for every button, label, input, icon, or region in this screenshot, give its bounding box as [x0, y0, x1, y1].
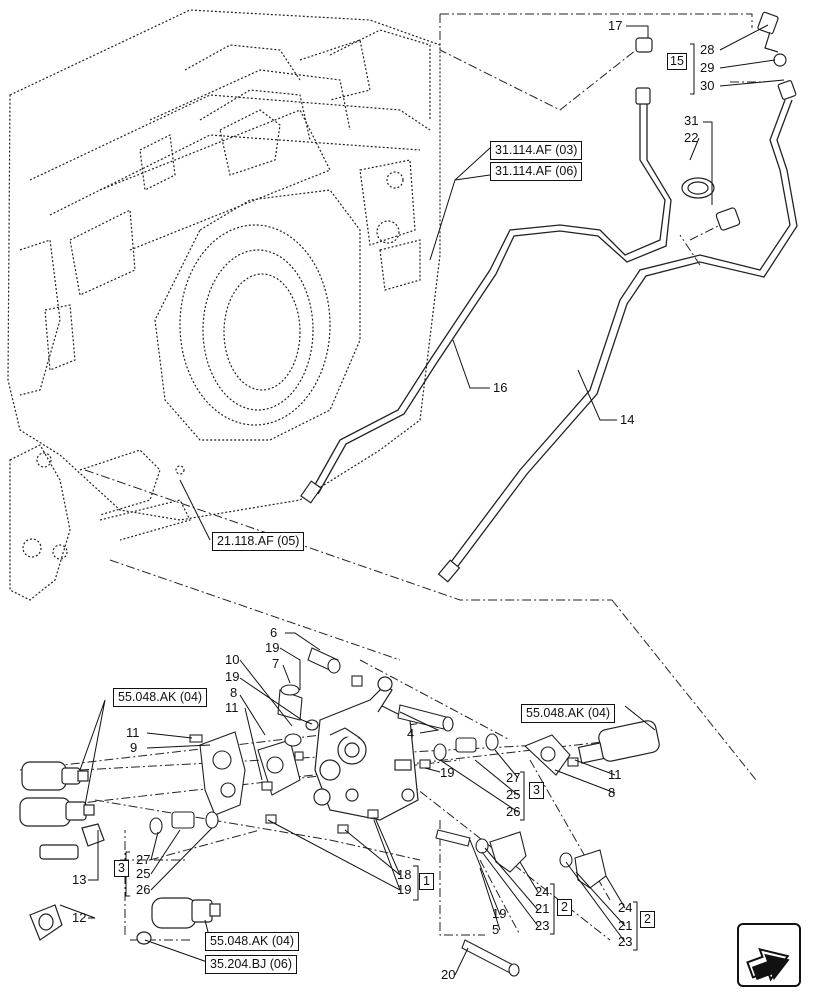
callout-8b: 8: [608, 785, 615, 800]
next-page-arrow-icon[interactable]: [737, 923, 801, 987]
group-box-2-left: 2: [557, 899, 572, 916]
arrow-glyph: [746, 947, 790, 982]
callout-6: 6: [270, 625, 277, 640]
callout-21a: 21: [535, 901, 549, 916]
solenoids: [19, 720, 660, 945]
ref-55-048-ak-04-left[interactable]: 55.048.AK (04): [113, 688, 208, 707]
callout-10: 10: [225, 652, 239, 667]
callout-18: 18: [397, 867, 411, 882]
callouts: 14 16 17 31 22 28 29 30 6 19 7 10 19 8 1…: [72, 18, 714, 982]
callout-19c: 19: [440, 765, 454, 780]
callout-22: 22: [684, 130, 698, 145]
callout-19e: 19: [492, 906, 506, 921]
callout-29: 29: [700, 60, 714, 75]
group-box-1: 1: [419, 873, 434, 890]
ref-55-048-ak-04-bottom[interactable]: 55.048.AK (04): [205, 932, 300, 951]
callout-30: 30: [700, 78, 714, 93]
callout-25b: 25: [136, 866, 150, 881]
callout-19b: 19: [225, 669, 239, 684]
clamp-22-31: [681, 177, 741, 231]
callout-28: 28: [700, 42, 714, 57]
pipe-14: [444, 99, 798, 575]
valve-block: [313, 676, 419, 821]
group-box-15: 15: [667, 53, 687, 70]
callout-17: 17: [608, 18, 622, 33]
callout-26a: 26: [506, 804, 520, 819]
callout-24a: 24: [535, 884, 549, 899]
group-box-2-right: 2: [640, 911, 655, 928]
transmission-housing: [7, 9, 441, 601]
callout-8a: 8: [230, 685, 237, 700]
callout-27a: 27: [506, 770, 520, 785]
callout-11c: 11: [608, 767, 622, 782]
callout-4: 4: [407, 726, 414, 741]
callout-11b: 11: [126, 725, 140, 740]
callout-19a: 19: [265, 640, 279, 655]
callout-23b: 23: [618, 934, 632, 949]
callout-5: 5: [492, 922, 499, 937]
callout-20: 20: [441, 967, 455, 982]
callout-21b: 21: [618, 918, 632, 933]
ref-31-114-af-06[interactable]: 31.114.AF (06): [490, 162, 583, 181]
callout-13: 13: [72, 872, 86, 887]
ref-35-204-bj-06[interactable]: 35.204.BJ (06): [205, 955, 297, 974]
callout-26b: 26: [136, 882, 150, 897]
group-box-3-left: 3: [114, 860, 129, 877]
callout-14: 14: [620, 412, 634, 427]
callout-25a: 25: [506, 787, 520, 802]
small-parts: [149, 647, 607, 977]
ref-55-048-ak-04-right[interactable]: 55.048.AK (04): [521, 704, 616, 723]
callout-23a: 23: [535, 918, 549, 933]
pipe-fittings: [300, 11, 797, 583]
callout-11a: 11: [225, 700, 239, 715]
ref-21-118-af-05[interactable]: 21.118.AF (05): [212, 532, 305, 551]
leader-lines: [59, 24, 785, 976]
callout-31: 31: [684, 113, 698, 128]
callout-27b: 27: [136, 852, 150, 867]
callout-16: 16: [493, 380, 507, 395]
callout-7: 7: [272, 656, 279, 671]
ref-31-114-af-03[interactable]: 31.114.AF (03): [490, 141, 583, 160]
callout-12: 12: [72, 910, 86, 925]
callout-19d: 19: [397, 882, 411, 897]
callout-9: 9: [130, 740, 137, 755]
group-box-3-right: 3: [529, 782, 544, 799]
callout-24b: 24: [618, 900, 632, 915]
pipe-16: [311, 100, 672, 495]
